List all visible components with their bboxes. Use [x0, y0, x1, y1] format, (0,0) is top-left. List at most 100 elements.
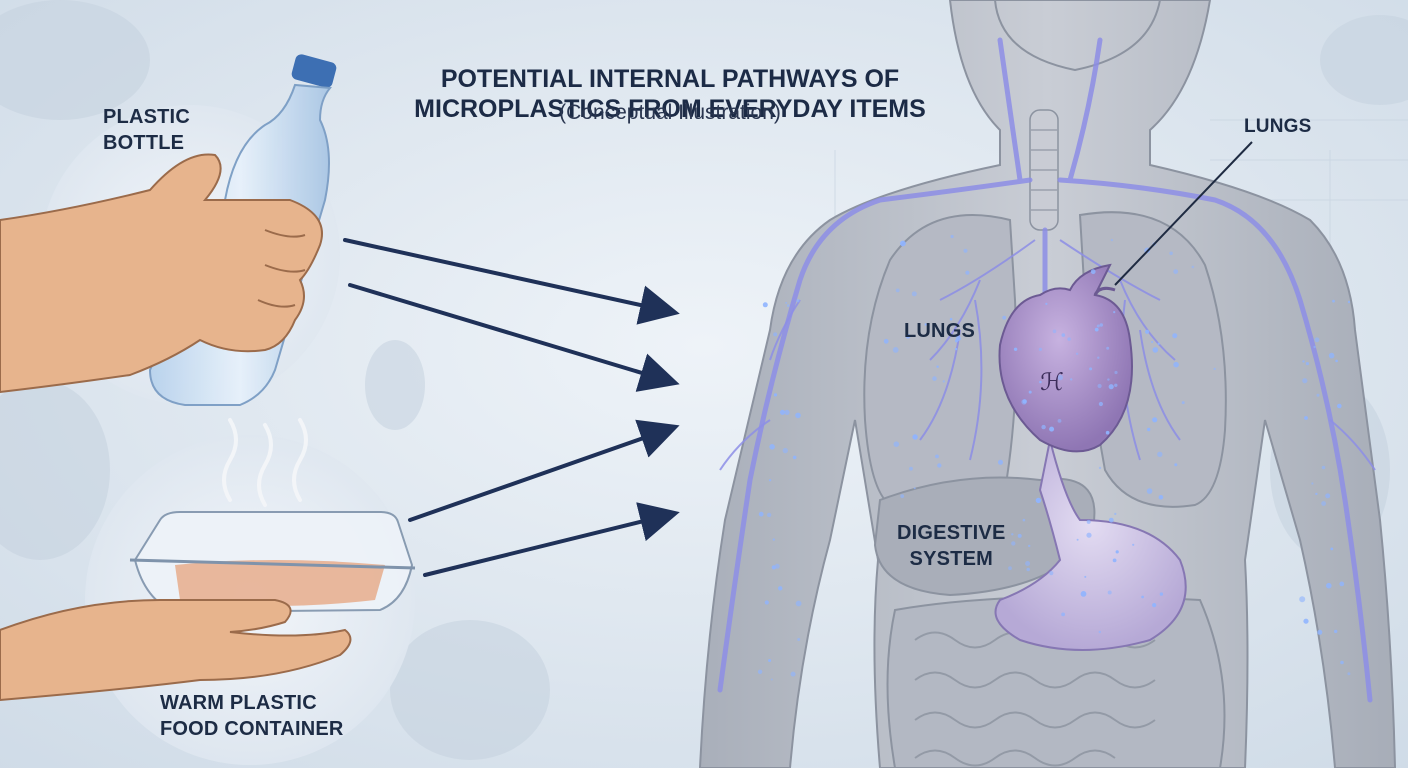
- microplastic-particle: [768, 659, 772, 662]
- arrow-container-upper: [408, 419, 680, 522]
- microplastic-particle: [1114, 370, 1118, 375]
- microplastic-particle: [1108, 384, 1114, 390]
- microplastic-particle: [1169, 251, 1173, 256]
- microplastic-particle: [1316, 393, 1320, 397]
- container-label-line-1: WARM PLASTIC: [160, 692, 317, 714]
- microplastic-particle: [1152, 603, 1157, 608]
- microplastic-particle: [1099, 323, 1104, 327]
- microplastic-particle: [1330, 547, 1334, 551]
- microplastic-particle: [1141, 595, 1144, 599]
- microplastic-particle: [911, 291, 917, 297]
- microplastic-particle: [757, 669, 763, 674]
- digestive-system-label: DIGESTIVE SYSTEM: [897, 520, 1006, 572]
- microplastic-particle: [774, 563, 780, 569]
- microplastic-particle: [1086, 532, 1092, 538]
- microplastic-particle: [796, 299, 800, 303]
- microplastic-particle: [1061, 612, 1065, 617]
- microplastic-particle: [1347, 672, 1351, 676]
- microplastic-particle: [1313, 345, 1316, 349]
- microplastic-particle: [1213, 367, 1216, 370]
- microplastic-particle: [1089, 367, 1093, 371]
- microplastic-particle: [773, 393, 778, 397]
- microplastic-particle: [1340, 660, 1344, 665]
- microplastic-particle: [1321, 465, 1326, 470]
- microplastic-particle: [1026, 567, 1030, 572]
- microplastic-particle: [772, 538, 775, 541]
- microplastic-particle: [942, 380, 945, 383]
- microplastic-particle: [1013, 347, 1018, 351]
- microplastic-particle: [1174, 463, 1178, 467]
- microplastic-particle: [1098, 466, 1102, 470]
- microplastic-particle: [795, 412, 801, 419]
- microplastic-particle: [1146, 488, 1153, 494]
- lungs-callout-label: LUNGS: [1244, 116, 1312, 137]
- microplastic-particle: [797, 638, 801, 641]
- microplastic-particles: [757, 234, 1351, 681]
- microplastic-particle: [965, 270, 970, 275]
- microplastic-particle: [1025, 561, 1031, 566]
- microplastic-particle: [764, 600, 769, 605]
- microplastic-particle: [1325, 493, 1331, 499]
- microplastic-particle: [1067, 337, 1071, 341]
- diagram-subtitle: (Conceptual Illustration): [559, 101, 781, 124]
- digestive-label-line-1: DIGESTIVE: [897, 522, 1006, 544]
- microplastic-particle: [779, 409, 786, 415]
- microplastic-particle: [792, 455, 797, 460]
- microplastic-particle: [1049, 571, 1054, 576]
- microplastic-particle: [1098, 630, 1102, 634]
- microplastic-particle: [1157, 342, 1160, 345]
- microplastic-particle: [1017, 533, 1022, 538]
- container-label: WARM PLASTIC FOOD CONTAINER: [160, 690, 344, 742]
- microplastic-particle: [1315, 492, 1318, 496]
- microplastic-particle: [1039, 380, 1042, 384]
- microplastic-particle: [1152, 417, 1158, 423]
- microplastic-particle: [909, 466, 913, 471]
- heart-icon: ℋ: [1040, 368, 1064, 396]
- lung-branches: [719, 239, 1376, 471]
- microplastic-particle: [1022, 399, 1027, 404]
- digestive-label-line-2: SYSTEM: [909, 548, 993, 570]
- arrow-bottle-lower: [348, 283, 680, 392]
- microplastic-particle: [768, 479, 772, 482]
- microplastic-particle: [1110, 238, 1114, 242]
- microplastic-particle: [1097, 356, 1100, 359]
- microplastic-particle: [932, 376, 937, 381]
- microplastic-particle: [1114, 383, 1118, 387]
- microplastic-particle: [893, 441, 900, 448]
- microplastic-particle: [1057, 419, 1062, 423]
- microplastic-particle: [1158, 495, 1164, 500]
- microplastic-particle: [771, 565, 776, 570]
- microplastic-particle: [912, 434, 918, 440]
- microplastic-particle: [766, 512, 772, 518]
- microplastic-particle: [1049, 426, 1055, 432]
- microplastic-particle: [905, 333, 911, 339]
- microplastic-particle: [1038, 347, 1042, 351]
- microplastic-particle: [1303, 618, 1309, 624]
- microplastic-particle: [1334, 629, 1338, 634]
- microplastic-particle: [786, 304, 790, 307]
- microplastic-particle: [1173, 269, 1179, 274]
- microplastic-particle: [1347, 300, 1351, 304]
- stomach: [994, 439, 1187, 651]
- microplastic-particle: [936, 365, 939, 368]
- microplastic-particle: [1114, 512, 1117, 516]
- microplastic-particle: [784, 409, 790, 415]
- microplastic-particle: [895, 288, 900, 293]
- microplastic-particle: [900, 240, 906, 247]
- microplastic-particle: [1098, 401, 1103, 407]
- arrow-bottle-upper: [343, 238, 680, 325]
- microplastic-particle: [1108, 517, 1114, 523]
- title-line-1: POTENTIAL INTERNAL PATHWAYS OF: [440, 65, 900, 93]
- microplastic-particle: [1096, 324, 1100, 328]
- microplastic-particle: [1302, 360, 1305, 363]
- microplastic-particle: [1335, 359, 1338, 363]
- microplastic-particle: [1070, 378, 1073, 381]
- microplastic-particle: [1028, 390, 1032, 394]
- microplastic-particle: [1084, 575, 1087, 578]
- microplastic-particle: [785, 301, 788, 304]
- hand-holding-container: [0, 599, 352, 702]
- microplastic-particle: [1321, 501, 1326, 506]
- pathway-arrows: [343, 238, 680, 577]
- food-container-icon: [129, 511, 416, 614]
- microplastic-particle: [1052, 329, 1057, 334]
